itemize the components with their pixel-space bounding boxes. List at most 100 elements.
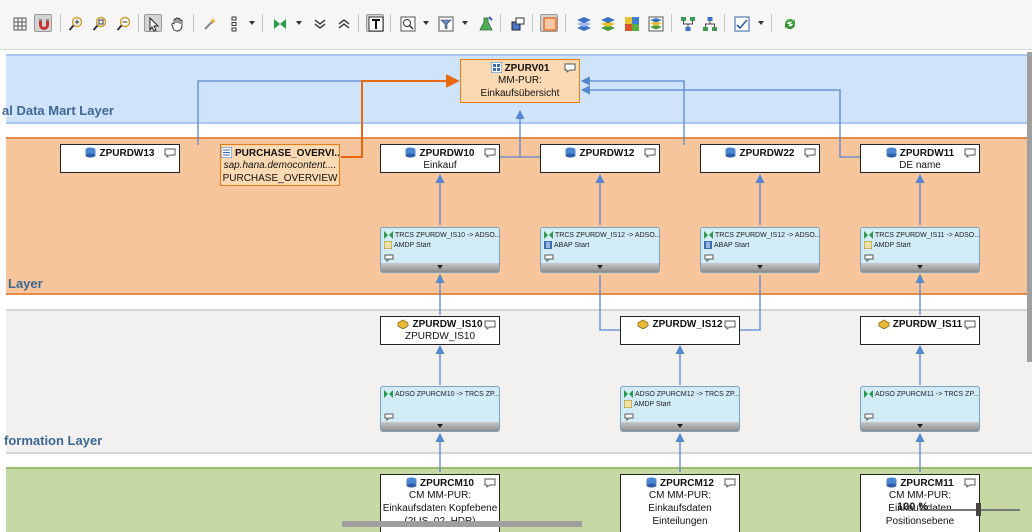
comment-icon[interactable] <box>624 413 634 421</box>
find-button[interactable] <box>398 14 416 32</box>
zoom-slider-handle[interactable] <box>976 503 981 516</box>
adso-icon <box>646 477 657 488</box>
filter-dropdown-arrow[interactable] <box>462 21 468 25</box>
vertical-scrollbar[interactable] <box>1027 52 1032 362</box>
routine-label: AMDP Start <box>634 401 671 408</box>
comment-icon[interactable] <box>544 254 554 262</box>
expand-toggle[interactable] <box>861 422 979 431</box>
zoom-level: 100 % <box>897 501 929 513</box>
zoom-in-button[interactable] <box>66 14 84 32</box>
pan-tool-button[interactable] <box>168 14 186 32</box>
layout-direction-button[interactable] <box>224 14 242 32</box>
transformation-t5[interactable]: ADSO ZPURCM10 -> TRCS ZP... <box>380 386 500 432</box>
transformation-name: ADSO ZPURCM10 -> TRCS ZP... <box>395 391 500 398</box>
transformation-t2[interactable]: TRCS ZPURDW_IS12 -> ADSO... ABAP Start <box>540 227 661 273</box>
grid-button[interactable] <box>10 14 28 32</box>
expand-toggle[interactable] <box>381 263 499 272</box>
auto-layout-button[interactable] <box>200 14 218 32</box>
node-zpurdw11[interactable]: ZPURDW11 DE name <box>860 144 980 173</box>
find-dropdown-arrow[interactable] <box>423 21 429 25</box>
comment-icon[interactable] <box>964 148 976 158</box>
zoom-out-button[interactable] <box>114 14 132 32</box>
bowtie-button[interactable] <box>270 14 288 32</box>
expand-toggle[interactable] <box>381 422 499 431</box>
node-title: ZPURV01 <box>504 63 550 74</box>
node-zpurcm12[interactable]: ZPURCM12 CM MM-PUR: Einkaufsdaten Eintei… <box>620 474 740 532</box>
comment-icon[interactable] <box>384 254 394 262</box>
node-zpurdw12[interactable]: ZPURDW12 <box>540 144 660 173</box>
node-zpurdw-is12[interactable]: ZPURDW_IS12 <box>620 316 740 345</box>
layer-view-3-button[interactable] <box>622 14 640 32</box>
comment-icon[interactable] <box>484 148 496 158</box>
text-tool-button[interactable] <box>366 14 384 32</box>
comment-icon[interactable] <box>864 413 874 421</box>
expand-toggle[interactable] <box>701 263 819 272</box>
node-description: PURCHASE_OVERVIEW <box>222 173 338 184</box>
adso-icon <box>886 147 897 158</box>
layer-view-4-button[interactable] <box>646 14 664 32</box>
node-zpurdw22[interactable]: ZPURDW22 <box>700 144 820 173</box>
layer-view-2-button[interactable] <box>598 14 616 32</box>
layer-view-1-button[interactable] <box>574 14 592 32</box>
node-zpurv01[interactable]: ZPURV01 MM-PUR: Einkaufsübersicht <box>460 59 580 103</box>
comment-icon[interactable] <box>484 478 496 488</box>
transformation-t6[interactable]: ADSO ZPURCM12 -> TRCS ZP... AMDP Start <box>620 386 740 432</box>
comment-icon[interactable] <box>564 63 576 73</box>
comment-icon[interactable] <box>804 148 816 158</box>
transformation-t3[interactable]: TRCS ZPURDW_IS12 -> ADSO... ABAP Start <box>700 227 821 273</box>
select-tool-button[interactable] <box>144 14 162 32</box>
abap-icon <box>544 241 552 249</box>
transformation-t1[interactable]: TRCS ZPURDW_IS10 -> ADSO... AMDP Start <box>380 227 501 273</box>
routine-label: AMDP Start <box>874 242 911 249</box>
hierarchy-view-button[interactable] <box>700 14 718 32</box>
comment-icon[interactable] <box>864 254 874 262</box>
comment-icon[interactable] <box>384 413 394 421</box>
comment-icon[interactable] <box>164 148 176 158</box>
frame-button[interactable] <box>540 14 558 32</box>
routine-label: ABAP Start <box>554 242 590 249</box>
expand-toggle[interactable] <box>621 422 739 431</box>
bowtie-dropdown-arrow[interactable] <box>296 21 302 25</box>
analysis-button[interactable] <box>476 14 494 32</box>
bowtie-icon <box>274 19 286 29</box>
refresh-button[interactable] <box>780 14 798 32</box>
comment-icon[interactable] <box>704 254 714 262</box>
horizontal-scrollbar[interactable] <box>342 521 582 527</box>
transformation-t4[interactable]: TRCS ZPURDW_IS11 -> ADSO... AMDP Start <box>860 227 980 273</box>
toolbar <box>0 0 1032 50</box>
transformation-t7[interactable]: ADSO ZPURCM11 -> TRCS ZP... <box>860 386 980 432</box>
export-button[interactable] <box>508 14 526 32</box>
check-dropdown-arrow[interactable] <box>758 21 764 25</box>
filter-button[interactable] <box>436 14 454 32</box>
node-zpurcm11[interactable]: ZPURCM11 CM MM-PUR: Einkaufsdaten Positi… <box>860 474 980 532</box>
check-button[interactable] <box>732 14 750 32</box>
comment-icon[interactable] <box>644 148 656 158</box>
zoom-fit-button[interactable] <box>90 14 108 32</box>
node-zpurdw-is10[interactable]: ZPURDW_IS10 ZPURDW_IS10 <box>380 316 500 345</box>
amdp-icon <box>624 400 632 408</box>
zoom-slider-track[interactable] <box>920 509 1020 511</box>
layers-color-icon <box>601 17 615 31</box>
node-zpurdw10[interactable]: ZPURDW10 Einkauf <box>380 144 500 173</box>
node-zpurdw13[interactable]: ZPURDW13 <box>60 144 180 173</box>
collapse-button[interactable] <box>310 14 328 32</box>
diagram-canvas[interactable]: al Data Mart Layer Layer formation Layer <box>0 50 1032 532</box>
node-title: ZPURDW_IS10 <box>412 319 483 330</box>
comment-icon[interactable] <box>964 478 976 488</box>
node-purchase-overview[interactable]: PURCHASE_OVERVI... sap.hana.democontent.… <box>220 144 340 186</box>
expand-toggle[interactable] <box>541 263 659 272</box>
node-package: sap.hana.democontent.... <box>223 160 337 171</box>
calculation-view-icon <box>221 147 232 158</box>
comment-icon[interactable] <box>484 320 496 330</box>
node-zpurdw-is11[interactable]: ZPURDW_IS11 <box>860 316 980 345</box>
transformation-name: TRCS ZPURDW_IS11 -> ADSO... <box>875 232 981 239</box>
node-source: Positionsebene <box>885 516 955 527</box>
tree-view-button[interactable] <box>678 14 696 32</box>
expand-button[interactable] <box>334 14 352 32</box>
comment-icon[interactable] <box>724 320 736 330</box>
layout-dropdown-arrow[interactable] <box>249 21 255 25</box>
snap-button[interactable] <box>34 14 52 32</box>
comment-icon[interactable] <box>964 320 976 330</box>
comment-icon[interactable] <box>724 478 736 488</box>
expand-toggle[interactable] <box>861 263 979 272</box>
